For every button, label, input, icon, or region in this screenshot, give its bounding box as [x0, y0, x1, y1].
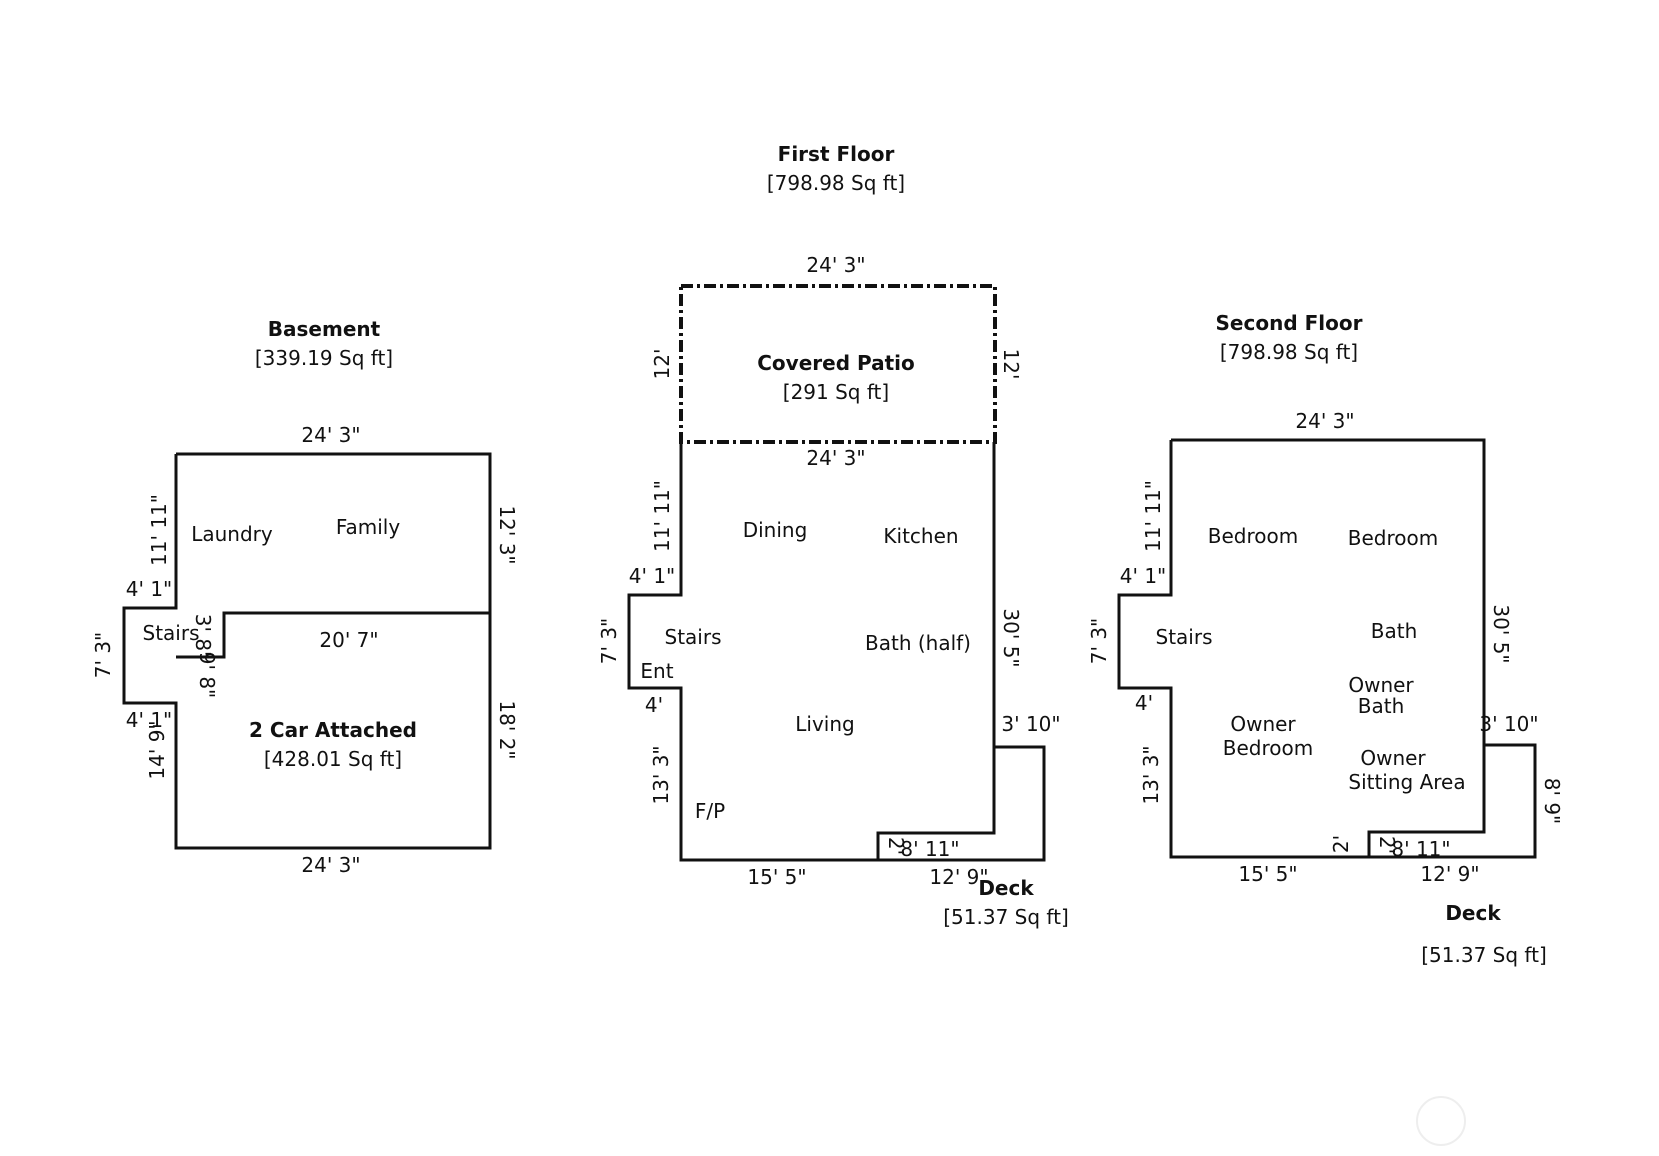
room-bedroom-1: Bedroom	[1208, 524, 1298, 548]
basement-dim-stair-height: 7' 3"	[91, 632, 115, 679]
basement-dim-notch-height: 9' 8"	[195, 652, 219, 699]
garage-name: 2 Car Attached	[249, 718, 417, 742]
second-floor-title: Second Floor	[1216, 311, 1363, 335]
sf-dim-left-upper: 11' 11"	[1141, 480, 1165, 552]
second-floor-plan: Second Floor [798.98 Sq ft] 24' 3" 11' 1…	[1087, 311, 1564, 967]
room-laundry: Laundry	[191, 522, 273, 546]
room-owner-sitting-line1: Owner	[1360, 746, 1426, 770]
basement-dim-garage-top: 20' 7"	[319, 628, 378, 652]
basement-dim-left-lower: 14' 9"	[145, 720, 169, 779]
basement-dim-right-lower: 18' 2"	[495, 700, 519, 759]
basement-area: [339.19 Sq ft]	[255, 346, 393, 370]
patio-dim-bottom: 24' 3"	[806, 446, 865, 470]
ff-deck-name: Deck	[978, 876, 1034, 900]
patio-dim-top: 24' 3"	[806, 253, 865, 277]
patio-dim-left: 12'	[650, 349, 674, 380]
basement-title: Basement	[268, 317, 381, 341]
sf-dim-left-lower: 13' 3"	[1139, 745, 1163, 804]
ff-dim-bottom-left: 15' 5"	[747, 865, 806, 889]
room-sf-stairs: Stairs	[1156, 625, 1213, 649]
basement-dim-bottom: 24' 3"	[301, 853, 360, 877]
ff-dim-notch-w: 8' 11"	[900, 837, 959, 861]
ff-dim-deck-top: 3' 10"	[1001, 712, 1060, 736]
sf-dim-step-bottom: 4'	[1135, 691, 1153, 715]
room-owner-bedroom-line2: Bedroom	[1223, 736, 1313, 760]
room-bath: Bath	[1371, 619, 1418, 643]
room-basement-stairs: Stairs	[143, 621, 200, 645]
sf-dim-bottom-left: 15' 5"	[1238, 862, 1297, 886]
ff-dim-step-top: 4' 1"	[629, 564, 676, 588]
room-family: Family	[336, 515, 401, 539]
room-owner-bath-line2: Bath	[1358, 694, 1405, 718]
sf-dim-bottom-right: 12' 9"	[1420, 862, 1479, 886]
watermark-circle	[1416, 1096, 1466, 1146]
sf-dim-notch-h: 2'	[1329, 835, 1353, 853]
sf-dim-deck-right: 8' 9"	[1540, 778, 1564, 825]
ff-dim-left-upper: 11' 11"	[650, 480, 674, 552]
basement-garage-wall	[176, 611, 490, 659]
room-bedroom-2: Bedroom	[1348, 526, 1438, 550]
basement-dim-top: 24' 3"	[301, 423, 360, 447]
room-owner-bedroom-line1: Owner	[1230, 712, 1296, 736]
ff-dim-stair-height: 7' 3"	[597, 618, 621, 665]
first-floor-area: [798.98 Sq ft]	[767, 171, 905, 195]
room-living: Living	[795, 712, 854, 736]
basement-dim-step-top: 4' 1"	[126, 577, 173, 601]
garage-area: [428.01 Sq ft]	[264, 747, 402, 771]
first-floor-title: First Floor	[778, 142, 895, 166]
second-floor-area: [798.98 Sq ft]	[1220, 340, 1358, 364]
basement-dim-right-upper: 12' 3"	[495, 505, 519, 564]
room-kitchen: Kitchen	[883, 524, 958, 548]
room-owner-sitting-line2: Sitting Area	[1348, 770, 1465, 794]
sf-dim-stair-height: 7' 3"	[1087, 618, 1111, 665]
sf-dim-deck-top: 3' 10"	[1479, 712, 1538, 736]
ff-deck-area: [51.37 Sq ft]	[943, 905, 1069, 929]
room-ff-stairs: Stairs	[665, 625, 722, 649]
fireplace-label: F/P	[695, 799, 725, 823]
patio-dim-right: 12'	[999, 349, 1023, 380]
ff-dim-step-bottom: 4'	[645, 693, 663, 717]
ff-dim-notch-h: 2'	[884, 837, 908, 855]
second-floor-deck-notch	[1367, 745, 1486, 857]
sf-dim-notch-w: 8' 11"	[1391, 837, 1450, 861]
room-owner-bath-line1: Owner	[1348, 673, 1414, 697]
ff-dim-left-lower: 13' 3"	[649, 745, 673, 804]
sf-deck-area: [51.37 Sq ft]	[1421, 943, 1547, 967]
room-dining: Dining	[743, 518, 808, 542]
sf-dim-top: 24' 3"	[1295, 409, 1354, 433]
basement-outline	[122, 452, 492, 850]
first-floor-outline	[627, 442, 1046, 862]
second-floor-outline	[1117, 438, 1537, 859]
basement-dim-step-bottom: 4' 1"	[126, 708, 173, 732]
ff-dim-right: 30' 5"	[999, 608, 1023, 667]
ff-dim-bottom-right: 12' 9"	[929, 865, 988, 889]
basement-dim-notch-width: 3' 8"	[191, 614, 215, 661]
sf-dim-notch-h2: 2'	[1375, 836, 1399, 854]
room-bath-half: Bath (half)	[865, 631, 971, 655]
basement-plan: Basement [339.19 Sq ft] 24' 3" 24' 3" 12…	[91, 317, 519, 877]
sf-deck-name: Deck	[1445, 901, 1501, 925]
first-floor-plan: First Floor [798.98 Sq ft] 24' 3" 12' 12…	[597, 142, 1069, 929]
covered-patio-outline	[679, 284, 997, 444]
room-entry: Ent	[640, 659, 673, 683]
patio-area: [291 Sq ft]	[783, 380, 889, 404]
patio-name: Covered Patio	[757, 351, 915, 375]
sf-dim-right: 30' 5"	[1489, 604, 1513, 663]
first-floor-deck-notch	[876, 747, 996, 860]
sf-dim-step-top: 4' 1"	[1120, 564, 1167, 588]
basement-dim-left-upper: 11' 11"	[147, 494, 171, 566]
